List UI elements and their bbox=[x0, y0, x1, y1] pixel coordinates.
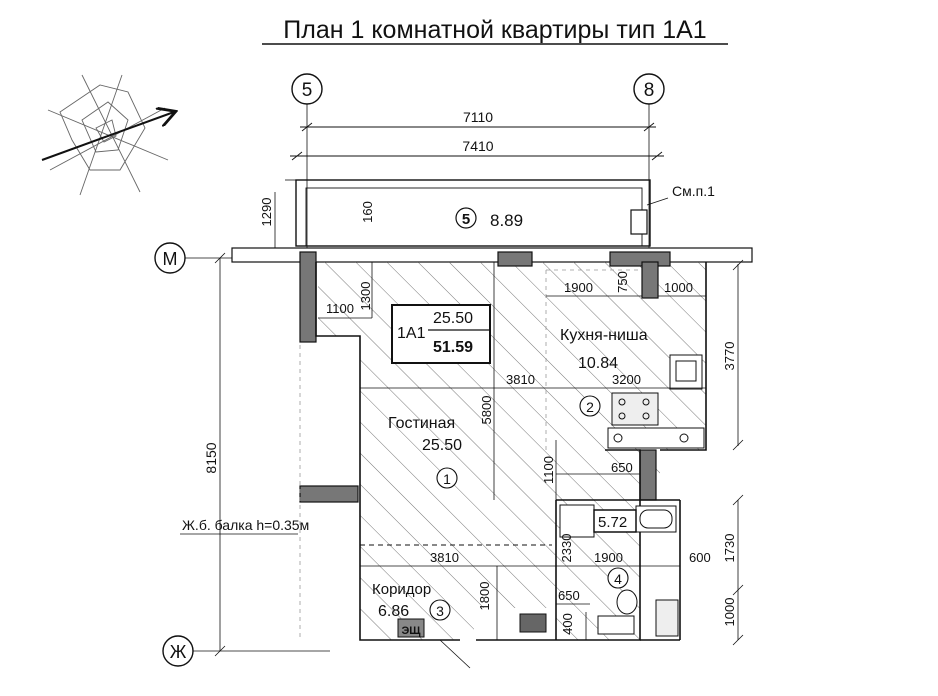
kitchen-number-circle bbox=[579, 395, 601, 417]
dim-top bbox=[290, 122, 664, 161]
apartment-badge: 1А1 25.50 51.59 bbox=[391, 304, 491, 364]
axis-5: 5 bbox=[291, 73, 323, 260]
dim-1000-bottom: 1000 bbox=[722, 598, 737, 627]
apartment-type: 1А1 bbox=[397, 325, 426, 342]
kitchen-equipment bbox=[607, 354, 705, 449]
dim-2330: 2330 bbox=[559, 534, 574, 563]
dim-1900-bath: 1900 bbox=[594, 550, 623, 565]
beam-note: Ж.б. балка h=0.35м bbox=[182, 517, 309, 533]
bathroom-number-circle bbox=[607, 567, 629, 589]
riser-box bbox=[519, 613, 547, 633]
kitchen-area: 10.84 bbox=[578, 355, 618, 372]
balcony-number-circle bbox=[455, 207, 477, 229]
living-room-number: 1 bbox=[443, 471, 451, 487]
balcony-area: 8.89 bbox=[490, 211, 523, 230]
dim-3770: 3770 bbox=[722, 342, 737, 371]
dim-8150: 8150 bbox=[203, 442, 219, 473]
kitchen-name: Кухня-ниша bbox=[560, 327, 648, 344]
axis-m-label: М bbox=[163, 249, 178, 269]
plan-title: План 1 комнатной квартиры тип 1А1 bbox=[283, 16, 706, 44]
bathroom-area: 5.72 bbox=[598, 514, 627, 531]
electrical-shaft bbox=[397, 618, 425, 638]
living-room-area: 25.50 bbox=[422, 437, 462, 454]
kitchen-number: 2 bbox=[586, 399, 594, 415]
dim-750: 750 bbox=[615, 271, 630, 293]
interior-dim-lines bbox=[318, 262, 706, 640]
bathroom-area-box bbox=[593, 509, 637, 533]
living-room-number-circle bbox=[436, 467, 458, 489]
dim-600: 600 bbox=[689, 550, 711, 565]
section-mark bbox=[630, 209, 648, 235]
axis-zh: Ж bbox=[162, 635, 330, 667]
dim-3810-top: 3810 bbox=[506, 372, 535, 387]
apartment-outline bbox=[315, 262, 707, 641]
dim-1730: 1730 bbox=[722, 534, 737, 563]
dim-400: 400 bbox=[560, 613, 575, 635]
dim-1300: 1300 bbox=[358, 282, 373, 311]
section-note: См.п.1 bbox=[672, 183, 715, 199]
dim-1100-top: 1100 bbox=[326, 301, 354, 316]
left-dim bbox=[214, 252, 226, 657]
dim-5800: 5800 bbox=[479, 396, 494, 425]
dim-1900-top: 1900 bbox=[564, 280, 593, 295]
apartment-walls bbox=[299, 251, 671, 503]
right-dims bbox=[732, 259, 744, 646]
balcony bbox=[295, 179, 651, 247]
axis-8: 8 bbox=[633, 73, 665, 260]
balcony-number: 5 bbox=[462, 211, 470, 228]
dim-1000-top: 1000 bbox=[664, 280, 693, 295]
badge-total-area: 51.59 bbox=[433, 339, 473, 356]
dim-650-bottom: 650 bbox=[558, 588, 580, 603]
badge-living-area: 25.50 bbox=[433, 310, 473, 327]
living-room-name: Гостиная bbox=[388, 415, 455, 432]
dim-3810-bottom: 3810 bbox=[430, 550, 459, 565]
dim-1100-mid: 1100 bbox=[541, 456, 556, 484]
dim-1290: 1290 bbox=[259, 198, 274, 227]
shaft-label: ЭЩ bbox=[401, 625, 421, 637]
dim-3200: 3200 bbox=[612, 372, 641, 387]
dim-7410: 7410 bbox=[462, 138, 493, 154]
corridor-number: 3 bbox=[436, 603, 444, 619]
corridor-area: 6.86 bbox=[378, 603, 409, 620]
dim-7110: 7110 bbox=[463, 109, 493, 125]
wind-rose-icon bbox=[41, 74, 174, 196]
corridor-number-circle bbox=[429, 599, 451, 621]
dim-650-mid: 650 bbox=[611, 460, 633, 475]
axis-5-label: 5 bbox=[302, 80, 313, 101]
axis-8-label: 8 bbox=[644, 80, 655, 101]
dim-160: 160 bbox=[360, 201, 375, 223]
corridor-name: Коридор bbox=[372, 581, 431, 598]
dim-1800: 1800 bbox=[477, 582, 492, 611]
axis-zh-label: Ж bbox=[170, 642, 187, 662]
bathroom-number: 4 bbox=[614, 571, 622, 587]
bathroom-fixtures bbox=[559, 504, 679, 637]
